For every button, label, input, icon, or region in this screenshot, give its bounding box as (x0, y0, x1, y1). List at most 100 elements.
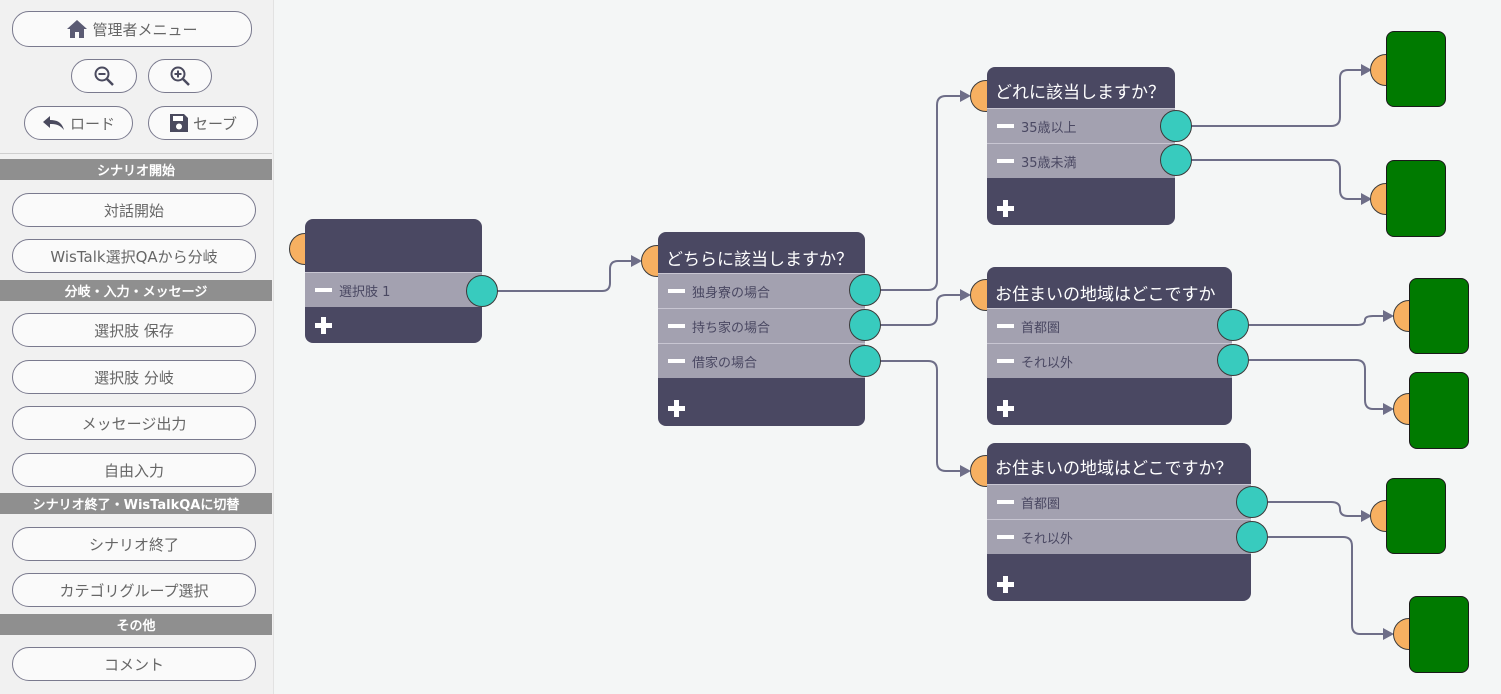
choice-branch-button[interactable]: 選択肢 分岐 (12, 360, 256, 394)
output-port[interactable] (1160, 110, 1192, 142)
section-header-branch-input-message: 分岐・入力・メッセージ (0, 280, 272, 301)
option-label: 借家の場合 (692, 355, 758, 371)
output-port[interactable] (849, 309, 881, 341)
save-label: セーブ (192, 114, 238, 133)
comment-button[interactable]: コメント (12, 647, 256, 681)
zoom-out-button[interactable] (71, 59, 137, 93)
message-output-button[interactable]: メッセージ出力 (12, 406, 256, 440)
option-row[interactable]: 首都圏 (987, 308, 1232, 343)
scenario-end-button[interactable]: シナリオ終了 (12, 527, 256, 561)
choice-node[interactable]: どちらに該当しますか？ 独身寮の場合 持ち家の場合 借家の場合 (658, 232, 865, 426)
category-group-select-button[interactable]: カテゴリグループ選択 (12, 573, 256, 607)
end-node[interactable] (1409, 596, 1469, 673)
end-node[interactable] (1386, 31, 1446, 107)
add-option-icon[interactable] (315, 317, 332, 334)
output-port[interactable] (1236, 486, 1268, 518)
option-label: 首都圏 (1021, 496, 1061, 512)
option-label: 独身寮の場合 (692, 285, 771, 301)
end-node[interactable] (1409, 372, 1469, 449)
toolbox-sidebar: 管理者メニュー ロード セーブ シナリオ開始 対話開始 WisTalk選択QAか… (0, 0, 274, 694)
sidebar-divider (0, 153, 272, 154)
remove-option-icon[interactable] (668, 359, 685, 363)
end-node[interactable] (1386, 160, 1446, 237)
floppy-disk-icon (169, 114, 188, 132)
connector-wire (879, 360, 960, 472)
connector-wire (497, 260, 631, 292)
section-header-other: その他 (0, 614, 272, 635)
output-port[interactable] (1236, 521, 1268, 553)
option-label: 35歳未満 (1021, 155, 1077, 171)
option-label: それ以外 (1021, 355, 1074, 371)
output-port[interactable] (849, 274, 881, 306)
connector-wire (1191, 159, 1361, 200)
zoom-in-button[interactable] (148, 59, 212, 93)
load-label: ロード (69, 114, 115, 133)
remove-option-icon[interactable] (668, 324, 685, 328)
load-button[interactable]: ロード (24, 106, 133, 140)
option-row[interactable]: それ以外 (987, 343, 1232, 378)
connector-wire (879, 95, 960, 291)
option-label: 35歳以上 (1021, 120, 1077, 136)
add-option-icon[interactable] (997, 576, 1014, 593)
option-label: 持ち家の場合 (692, 320, 771, 336)
magnify-minus-icon (94, 66, 114, 86)
choice-node[interactable]: お住まいの地域はどこですか？ 首都圏 それ以外 (987, 443, 1251, 601)
remove-option-icon[interactable] (997, 500, 1014, 504)
connector-wire (1249, 315, 1383, 326)
option-row[interactable]: 借家の場合 (658, 343, 865, 378)
output-port[interactable] (466, 275, 498, 307)
admin-menu-button[interactable]: 管理者メニュー (12, 11, 252, 47)
node-title: お住まいの地域はどこですか？ (995, 458, 1233, 479)
option-label: それ以外 (1021, 531, 1074, 547)
option-row[interactable]: それ以外 (987, 519, 1251, 554)
connector-wire (1191, 69, 1361, 127)
wistalk-select-qa-branch-button[interactable]: WisTalk選択QAから分岐 (12, 239, 256, 273)
section-header-scenario-end: シナリオ終了・WisTalkQAに切替 (0, 493, 272, 514)
choice-node[interactable]: どれに該当しますか？ 35歳以上 35歳未満 (987, 67, 1175, 225)
choice-node[interactable]: お住まいの地域はどこですか 首都圏 それ以外 (987, 267, 1232, 425)
add-option-icon[interactable] (997, 400, 1014, 417)
save-button[interactable]: セーブ (148, 106, 258, 140)
remove-option-icon[interactable] (997, 359, 1014, 363)
option-row[interactable]: 持ち家の場合 (658, 308, 865, 343)
connector-layer (497, 64, 1394, 640)
end-node[interactable] (1409, 278, 1469, 354)
admin-menu-label: 管理者メニュー (92, 20, 198, 39)
output-port[interactable] (1217, 309, 1249, 341)
connector-wire (1268, 501, 1361, 517)
magnify-plus-icon (170, 66, 190, 86)
node-title: お住まいの地域はどこですか (995, 284, 1216, 305)
output-port[interactable] (1217, 344, 1249, 376)
option-row[interactable]: 35歳未満 (987, 143, 1175, 178)
home-icon (67, 20, 88, 38)
output-port[interactable] (849, 345, 881, 377)
output-port[interactable] (1160, 144, 1192, 176)
free-input-button[interactable]: 自由入力 (12, 453, 256, 487)
end-node[interactable] (1386, 478, 1446, 554)
remove-option-icon[interactable] (668, 289, 685, 293)
choice-save-button[interactable]: 選択肢 保存 (12, 313, 256, 347)
choice-node[interactable]: 選択肢 1 (305, 219, 482, 343)
connector-wire (1268, 536, 1383, 635)
remove-option-icon[interactable] (997, 535, 1014, 539)
remove-option-icon[interactable] (315, 288, 332, 292)
option-row[interactable]: 35歳以上 (987, 108, 1175, 143)
remove-option-icon[interactable] (997, 159, 1014, 163)
option-label: 首都圏 (1021, 320, 1061, 336)
section-header-scenario-start: シナリオ開始 (0, 159, 272, 180)
dialog-start-button[interactable]: 対話開始 (12, 193, 256, 227)
add-option-icon[interactable] (997, 200, 1014, 217)
option-row[interactable]: 選択肢 1 (305, 272, 482, 307)
option-row[interactable]: 独身寮の場合 (658, 273, 865, 308)
option-row[interactable]: 首都圏 (987, 484, 1251, 519)
flow-canvas[interactable]: 選択肢 1 どちらに該当しますか？ 独身寮の場合 持ち家の場合 借家の場合 どれ… (275, 0, 1501, 694)
remove-option-icon[interactable] (997, 124, 1014, 128)
node-title: どれに該当しますか？ (995, 82, 1165, 103)
undo-icon (42, 116, 64, 130)
option-label: 選択肢 1 (339, 284, 391, 300)
node-title: どちらに該当しますか？ (666, 249, 853, 270)
connector-wire (879, 294, 960, 326)
remove-option-icon[interactable] (997, 324, 1014, 328)
connector-wire (1249, 359, 1383, 410)
add-option-icon[interactable] (668, 400, 685, 417)
